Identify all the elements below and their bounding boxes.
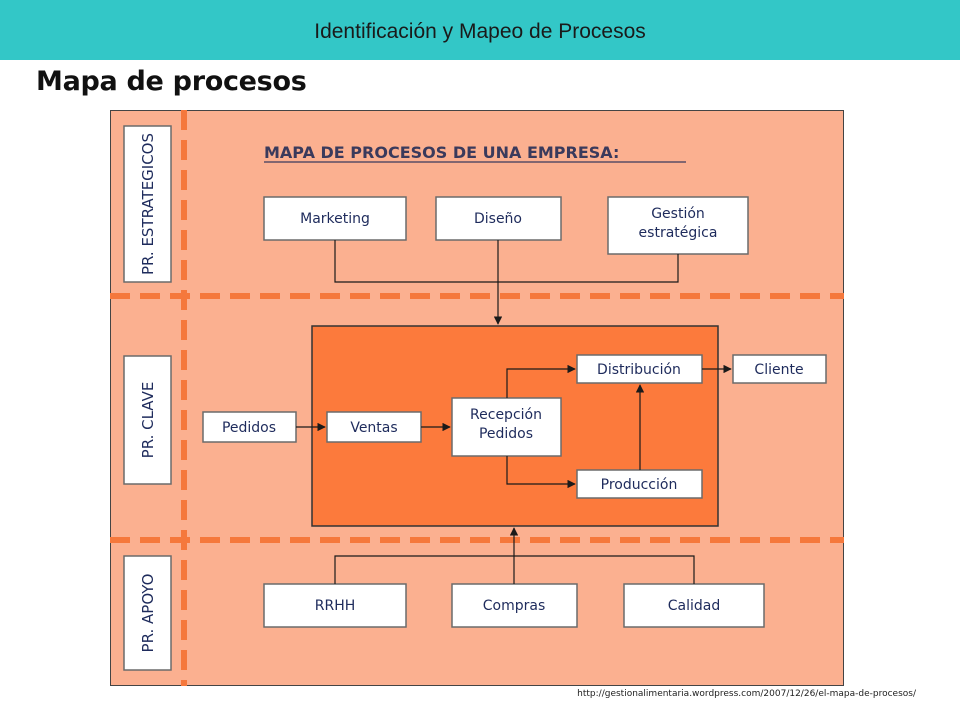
marketing-label: Marketing — [300, 211, 370, 227]
gestion-label-line2: estratégica — [639, 225, 718, 241]
diagram-title: MAPA DE PROCESOS DE UNA EMPRESA: — [264, 143, 619, 162]
produccion-box — [576, 469, 703, 499]
marketing-box — [263, 196, 407, 241]
distribucion-box — [576, 354, 703, 384]
pedidos-box — [202, 411, 297, 443]
lane-label-box-support — [123, 555, 172, 671]
recepcion-label-line2: Pedidos — [479, 426, 533, 442]
diseno-box — [435, 196, 562, 241]
cliente-label: Cliente — [754, 362, 803, 378]
produccion-label: Producción — [601, 477, 678, 493]
recepcion-label-line1: Recepción — [470, 407, 542, 423]
ventas-label: Ventas — [350, 420, 397, 436]
lane-label-box-key — [123, 355, 172, 485]
calidad-box — [623, 583, 765, 628]
diseno-label: Diseño — [474, 211, 522, 227]
process-map-diagram: PR. ESTRATEGICOS PR. CLAVE PR. APOYO MAP… — [110, 110, 844, 686]
rrhh-label: RRHH — [315, 598, 356, 614]
recepcion-to-distribucion-arrow — [506, 364, 576, 398]
slide-title: Mapa de procesos — [36, 66, 307, 97]
recepcion-to-produccion-arrow — [506, 456, 576, 489]
lane-label-box-strategic — [123, 125, 172, 283]
gestion-estrategica-box — [607, 196, 749, 255]
ventas-box — [326, 411, 422, 443]
header-title: Identificación y Mapeo de Procesos — [314, 20, 646, 43]
lane-label-support: PR. APOYO — [139, 574, 157, 653]
gestion-label-line1: Gestión — [651, 206, 705, 222]
lane-label-key: PR. CLAVE — [139, 382, 157, 459]
calidad-label: Calidad — [668, 598, 721, 614]
distribucion-label: Distribución — [597, 362, 681, 378]
source-url: http://gestionalimentaria.wordpress.com/… — [577, 689, 916, 699]
compras-label: Compras — [483, 598, 546, 614]
rrhh-box — [263, 583, 407, 628]
compras-box — [451, 583, 578, 628]
recepcion-pedidos-box — [451, 397, 562, 457]
cliente-box — [732, 354, 827, 384]
strategic-connector — [334, 240, 679, 283]
pedidos-label: Pedidos — [222, 420, 276, 436]
header-band: Identificación y Mapeo de Procesos — [0, 0, 960, 60]
lane-label-strategic: PR. ESTRATEGICOS — [139, 133, 157, 275]
